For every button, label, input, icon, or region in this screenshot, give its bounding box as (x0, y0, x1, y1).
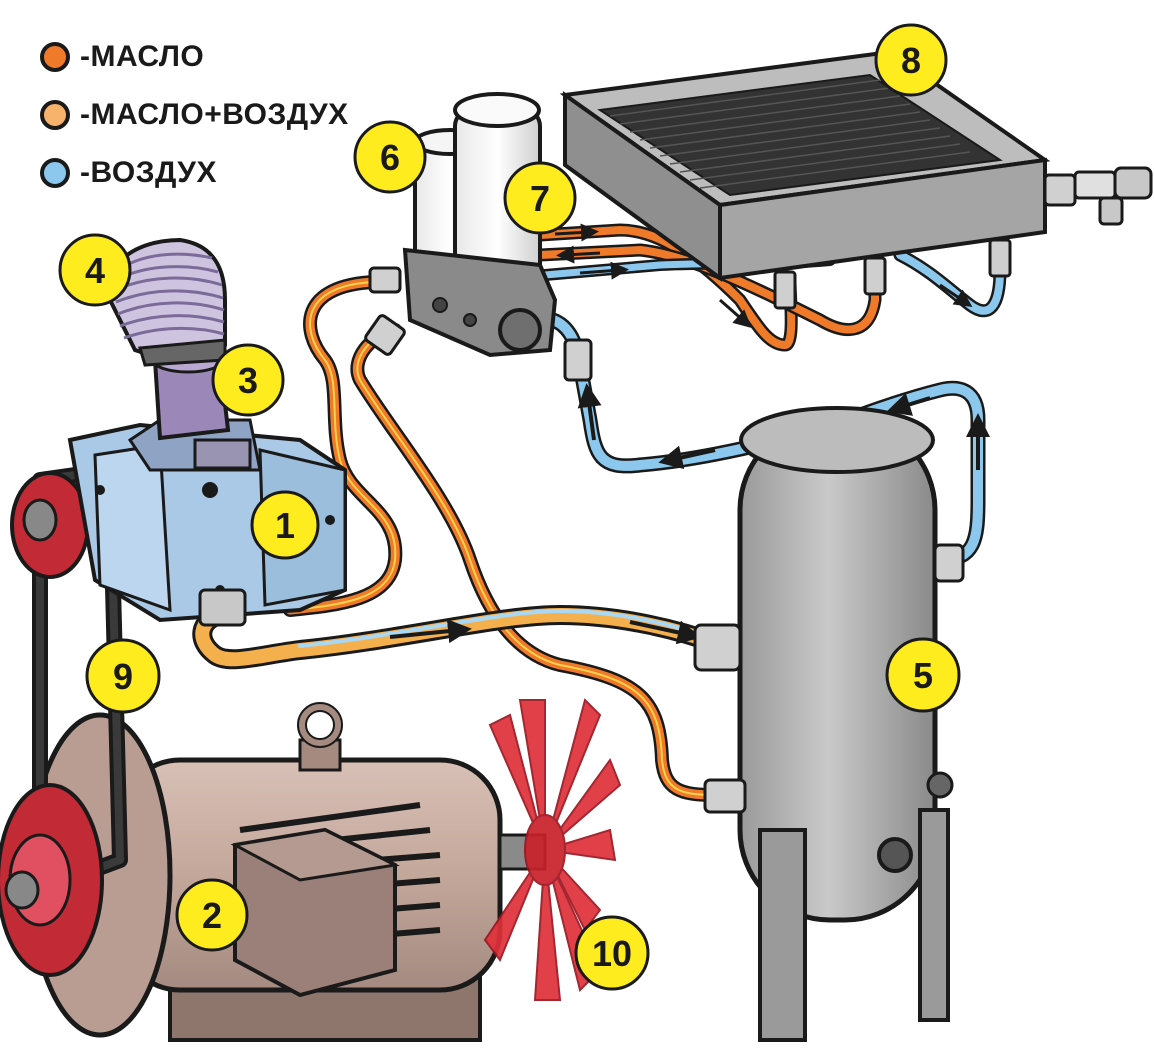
oil-air-pipe-compressor-to-tank (192, 604, 730, 670)
legend-label-oil-air: -МАСЛО+ВОЗДУХ (80, 98, 349, 131)
legend-item-air: -ВОЗДУХ (40, 144, 349, 202)
badge-5-label: 5 (913, 655, 933, 696)
badge-8: 8 (874, 23, 948, 97)
badge-10-label: 10 (592, 933, 632, 974)
air-outlet-fitting (1043, 166, 1153, 226)
badge-2: 2 (175, 878, 249, 952)
electric-motor (27, 702, 547, 1042)
legend-label-air: -ВОЗДУХ (80, 156, 217, 189)
oil-swatch-icon (40, 42, 70, 72)
oil-air-swatch-icon (40, 100, 70, 130)
badge-4: 4 (58, 233, 132, 307)
badge-1-label: 1 (275, 505, 295, 546)
badge-7: 7 (503, 161, 577, 235)
badge-3-label: 3 (238, 360, 258, 401)
badge-10: 10 (574, 915, 650, 991)
badge-3: 3 (211, 343, 285, 417)
badge-9: 9 (85, 638, 161, 714)
badge-5: 5 (885, 637, 961, 713)
badge-9-label: 9 (113, 656, 133, 697)
legend-item-oil-air: -МАСЛО+ВОЗДУХ (40, 86, 349, 144)
separator-filters (413, 92, 542, 302)
cooling-fan (483, 698, 622, 1001)
oil-pipe-separator-to-compressor (283, 275, 403, 617)
intake-air-filter-hose (106, 237, 227, 367)
badge-6-label: 6 (380, 137, 400, 178)
separator-block (364, 247, 593, 382)
air-swatch-icon (40, 158, 70, 188)
legend-label-oil: -МАСЛО (80, 40, 205, 73)
badge-2-label: 2 (202, 895, 222, 936)
legend: -МАСЛО -МАСЛО+ВОЗДУХ -ВОЗДУХ (40, 28, 349, 202)
badge-4-label: 4 (85, 250, 105, 291)
badge-8-label: 8 (901, 40, 921, 81)
badge-6: 6 (353, 120, 427, 194)
legend-item-oil: -МАСЛО (40, 28, 349, 86)
badge-7-label: 7 (530, 178, 550, 219)
air-receiver-tank (693, 406, 965, 1042)
badge-1: 1 (250, 490, 320, 560)
compressor-air-end (67, 418, 347, 627)
air-pipe-cooler-outlet (893, 243, 1007, 318)
